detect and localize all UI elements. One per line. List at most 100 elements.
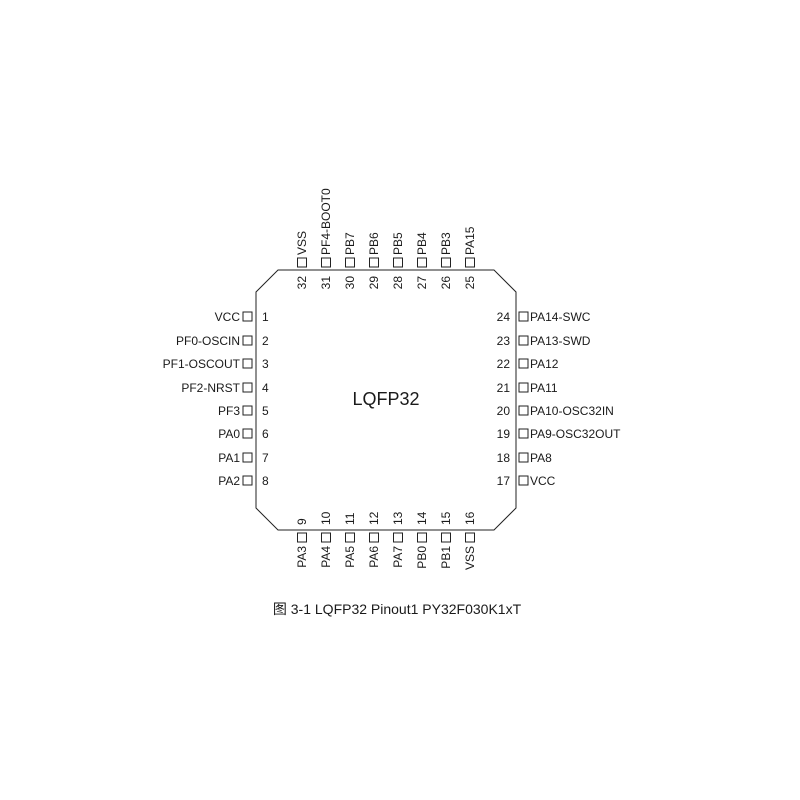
pin-pad [518, 311, 529, 322]
pin-number-label: 4 [262, 381, 269, 395]
pin-pad [242, 405, 253, 416]
pin-pad [518, 475, 529, 486]
pin-name-label: PF0-OSCIN [176, 334, 240, 348]
pin-number-label: 17 [497, 474, 511, 488]
pin-pad [441, 257, 451, 268]
pin-number-label: 31 [319, 276, 333, 290]
pin-name-label: VCC [530, 474, 556, 488]
pin-number-label: 7 [262, 451, 269, 465]
pin-number-label: 30 [343, 276, 357, 290]
pin-pad [345, 257, 355, 268]
pin-pad [369, 257, 379, 268]
chip-label: LQFP32 [352, 389, 419, 409]
pin-name-label: PB3 [439, 232, 453, 255]
pin-name-label: PB1 [439, 546, 453, 569]
pin-pad [465, 532, 475, 543]
pin-name-label: PA6 [367, 546, 381, 568]
pin-pad [393, 257, 403, 268]
pin-pad [297, 257, 307, 268]
pin-name-label: PF1-OSCOUT [163, 357, 241, 371]
pin-name-label: VCC [215, 310, 241, 324]
pin-number-label: 12 [367, 511, 381, 525]
pin-pad [242, 311, 253, 322]
pin-number-label: 28 [391, 276, 405, 290]
pin-number-label: 18 [497, 451, 511, 465]
pin-number-label: 24 [497, 310, 511, 324]
pin-number-label: 10 [319, 511, 333, 525]
pin-number-label: 13 [391, 511, 405, 525]
pin-name-label: PA5 [343, 546, 357, 568]
pin-pad [518, 428, 529, 439]
pin-number-label: 27 [415, 276, 429, 290]
pin-pad [417, 257, 427, 268]
pin-number-label: 16 [463, 511, 477, 525]
pin-number-label: 20 [497, 404, 511, 418]
pin-pad [518, 452, 529, 463]
pin-name-label: PA0 [218, 427, 240, 441]
pin-number-label: 26 [439, 276, 453, 290]
pin-name-label: PA14-SWC [530, 310, 591, 324]
pin-name-label: PB7 [343, 232, 357, 255]
pin-number-label: 6 [262, 427, 269, 441]
pin-name-label: PA9-OSC32OUT [530, 427, 621, 441]
pin-number-label: 19 [497, 427, 511, 441]
pin-name-label: PB5 [391, 232, 405, 255]
pin-pad [369, 532, 379, 543]
figure-caption: 图 3-1 LQFP32 Pinout1 PY32F030K1xT [273, 601, 522, 617]
pin-number-label: 14 [415, 511, 429, 525]
pin-pad [321, 257, 331, 268]
chip-package-outline [255, 269, 517, 531]
pin-number-label: 2 [262, 334, 269, 348]
pin-name-label: PF4-BOOT0 [319, 188, 333, 255]
pin-name-label: PA8 [530, 451, 552, 465]
pin-name-label: PA4 [319, 546, 333, 568]
pin-name-label: VSS [295, 231, 309, 255]
pin-pad [518, 335, 529, 346]
pin-number-label: 5 [262, 404, 269, 418]
pin-number-label: 9 [295, 518, 309, 525]
pin-number-label: 21 [497, 381, 511, 395]
pin-pad [242, 358, 253, 369]
pin-pad [417, 532, 427, 543]
pin-name-label: PA15 [463, 226, 477, 255]
pin-pad [321, 532, 331, 543]
pin-name-label: PA7 [391, 546, 405, 568]
pin-pad [441, 532, 451, 543]
pin-number-label: 32 [295, 276, 309, 290]
pin-name-label: PA3 [295, 546, 309, 568]
pin-pad [242, 452, 253, 463]
pin-name-label: PA11 [530, 381, 558, 395]
pin-pad [242, 382, 253, 393]
pin-number-label: 11 [343, 512, 357, 525]
pin-pad [242, 335, 253, 346]
pin-number-label: 15 [439, 511, 453, 525]
pin-name-label: PA1 [218, 451, 240, 465]
pin-name-label: PA12 [530, 357, 559, 371]
pin-number-label: 22 [497, 357, 511, 371]
pin-pad [242, 475, 253, 486]
pin-name-label: PA13-SWD [530, 334, 591, 348]
pin-number-label: 8 [262, 474, 269, 488]
pin-pad [345, 532, 355, 543]
pin-number-label: 23 [497, 334, 511, 348]
pin-pad [518, 382, 529, 393]
pin-name-label: PB4 [415, 232, 429, 255]
pin-number-label: 25 [463, 276, 477, 290]
pin-number-label: 3 [262, 357, 269, 371]
pin-pad [518, 358, 529, 369]
pin-pad [465, 257, 475, 268]
pin-name-label: PB0 [415, 546, 429, 569]
pin-pad [393, 532, 403, 543]
pin-number-label: 29 [367, 276, 381, 290]
pin-number-label: 1 [262, 310, 269, 324]
pin-pad [518, 405, 529, 416]
pin-pad [242, 428, 253, 439]
pin-name-label: PB6 [367, 232, 381, 255]
pin-name-label: PF3 [218, 404, 240, 418]
pin-name-label: PF2-NRST [181, 381, 240, 395]
pin-name-label: PA2 [218, 474, 240, 488]
pin-name-label: PA10-OSC32IN [530, 404, 614, 418]
pin-pad [297, 532, 307, 543]
